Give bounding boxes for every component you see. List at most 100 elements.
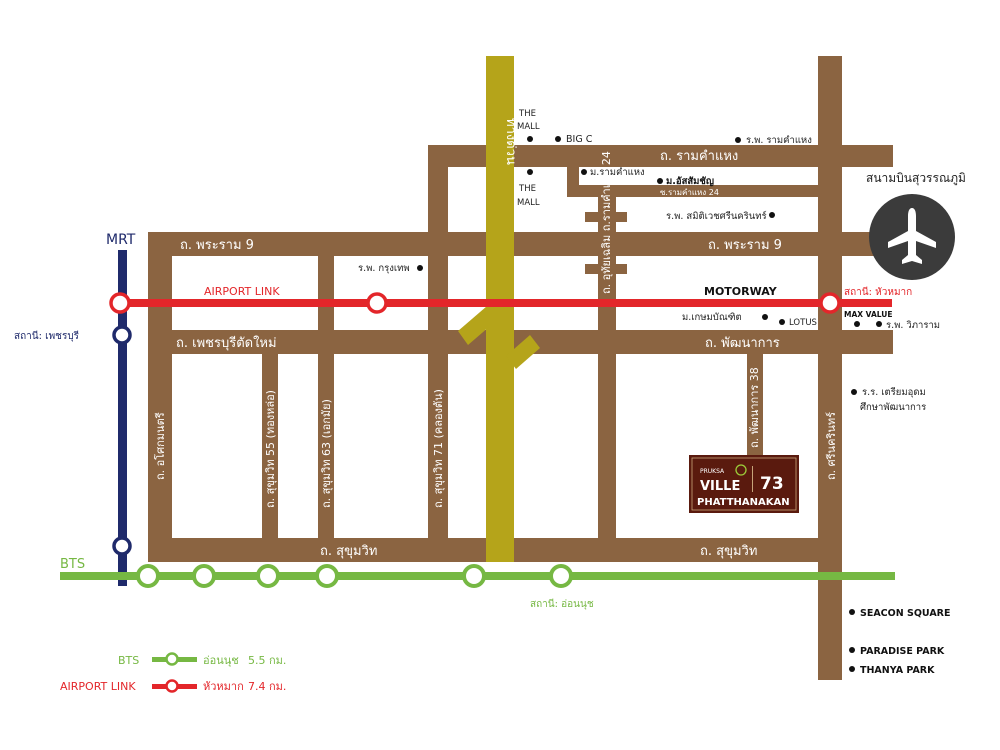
airport-marker[interactable] <box>869 194 955 280</box>
poi-hosp-bangkok: ร.พ. กรุงเทพ <box>358 263 410 274</box>
road-ramkhamhaeng24 <box>598 197 616 562</box>
mrt-station-sukhumvit[interactable] <box>112 536 132 556</box>
road-label-sukhumvit55: ถ. สุขุมวิท 55 (ทองหล่อ) <box>264 390 277 508</box>
mrt-station-label-phetchaburi: สถานี: เพชรบุรี <box>14 330 80 342</box>
poi-the-mall-1-line2: MALL <box>517 122 540 132</box>
bts-station-4[interactable] <box>315 564 339 588</box>
legend-al-dest: หัวหมาก <box>203 680 244 693</box>
project-box-inner-border <box>691 457 797 511</box>
road-label-sukhumvit71: ถ. สุขุมวิท 71 (คลองตัน) <box>432 389 445 508</box>
bts-station-2[interactable] <box>192 564 216 588</box>
road-ramkhamhaeng <box>428 145 893 167</box>
project-box <box>689 455 799 513</box>
poi-univ-assumption: ม.อัสสัมชัญ <box>666 176 714 187</box>
road-label-phetchaburi: ถ. เพชรบุรีตัดใหม่ <box>176 335 277 351</box>
road-sukhumvit63 <box>318 256 334 562</box>
road-network <box>148 56 893 680</box>
bts-station-onnut[interactable] <box>549 564 573 588</box>
poi-dot-seacon <box>849 609 855 615</box>
road-soi-ramkhamhaeng-link <box>567 160 579 197</box>
airplane-icon <box>888 208 936 264</box>
poi-dot-thanya <box>849 666 855 672</box>
project-marker[interactable]: PRUKSA VILLE 73 PHATTHANAKAN <box>689 455 799 513</box>
poi-dot-samitivej <box>769 212 775 218</box>
poi-big-c: BIG C <box>566 134 593 145</box>
road-label-rama9-left: ถ. พระราม 9 <box>180 238 254 253</box>
poi-paradise: PARADISE PARK <box>860 646 945 657</box>
road-rama9 <box>148 232 893 256</box>
poi-dot-hosp-bangkok <box>417 265 423 271</box>
bts-station-1[interactable] <box>136 564 160 588</box>
poi-thanya: THANYA PARK <box>860 665 935 676</box>
poi-lotus: LOTUS <box>789 318 817 328</box>
road-sukhumvit55 <box>262 340 278 562</box>
poi-dot-univ-kasem <box>762 314 768 320</box>
road-label-sukhumvit-left: ถ. สุขุมวิท <box>320 544 377 559</box>
road-sukhumvit <box>148 538 818 562</box>
poi-dot-hosp-ramkhamhaeng <box>735 137 741 143</box>
expressway-ramp-2 <box>506 335 540 369</box>
road-soi-assumption <box>567 185 822 197</box>
poi-dot-univ-assumption <box>657 178 663 184</box>
poi-univ-kasem: ม.เกษมบัณฑิต <box>682 312 742 323</box>
road-srinakarin <box>818 56 842 680</box>
legend-al-dist: 7.4 กม. <box>248 680 286 693</box>
road-phatthanakan38 <box>747 340 763 460</box>
project-brand-small: PRUKSA <box>700 468 725 475</box>
motorway-label: MOTORWAY <box>704 285 778 298</box>
poi-dot-univ-ramkhamhaeng <box>581 169 587 175</box>
poi-dot-lotus <box>779 319 785 325</box>
poi-school-line1: ร.ร. เตรียมอุดม <box>862 386 926 398</box>
expressway <box>458 56 540 562</box>
road-label-rama9-right: ถ. พระราม 9 <box>708 238 782 253</box>
legend-bts-dest: อ่อนนุช <box>203 654 239 667</box>
road-label-phatthanakan: ถ. พัฒนาการ <box>705 336 780 351</box>
road-asok <box>148 232 172 562</box>
poi-markers <box>417 136 882 672</box>
legend-bts-dist: 5.5 กม. <box>248 654 286 667</box>
mrt-label: MRT <box>106 232 136 248</box>
bts-station-3[interactable] <box>256 564 280 588</box>
airport-label: สนามบินสุวรรณภูมิ <box>866 171 966 186</box>
mrt-station-phetchaburi[interactable] <box>112 325 132 345</box>
road-label-sukhumvit-right: ถ. สุขุมวิท <box>700 544 757 559</box>
expressway-label: ทางด่วน <box>503 118 518 165</box>
airport-link-station-makkasan[interactable] <box>109 292 131 314</box>
road-label-ramkhamhaeng: ถ. รามคำแหง <box>660 149 738 164</box>
poi-dot-paradise <box>849 647 855 653</box>
expressway-ramp-1 <box>458 300 504 345</box>
project-logo-ring <box>735 464 747 476</box>
road-label-soi-ramkhamhaeng24: ซ.รามคำแหง 24 <box>660 188 719 197</box>
poi-school-line2: ศึกษาพัฒนาการ <box>860 402 926 413</box>
road-label-sukhumvit63: ถ. สุขุมวิท 63 (เอกมัย) <box>320 399 333 508</box>
poi-univ-ramkhamhaeng: ม.รามคำแหง <box>590 167 645 178</box>
poi-dot-the-mall-1 <box>527 136 533 142</box>
airport-link-station-huamak[interactable] <box>819 292 841 314</box>
poi-samitivej: ร.พ. สมิติเวชศรีนครินทร์ <box>666 210 767 222</box>
legend-al-station <box>165 679 179 693</box>
airport-link-station-label-huamak: สถานี: หัวหมาก <box>844 286 912 298</box>
poi-dot-big-c <box>555 136 561 142</box>
airport-link-station-ramkhamhaeng[interactable] <box>366 292 388 314</box>
poi-hosp-ramkhamhaeng: ร.พ. รามคำแหง <box>746 135 812 146</box>
poi-dot-school <box>851 389 857 395</box>
bts-station-5[interactable] <box>462 564 486 588</box>
project-name: PHATTHANAKAN <box>697 497 790 508</box>
poi-the-mall-1-line1: THE <box>518 109 536 119</box>
project-divider <box>752 466 753 492</box>
road-label-srinakarin: ถ. ศรีนครินทร์ <box>825 412 838 480</box>
poi-dot-the-mall-2 <box>527 169 533 175</box>
poi-seacon: SEACON SQUARE <box>860 608 951 619</box>
road-label-asok: ถ. อโศกมนตรี <box>153 412 167 480</box>
legend-al-label: AIRPORT LINK <box>60 680 136 693</box>
poi-the-mall-2-line1: THE <box>518 184 536 194</box>
airport-link-label: AIRPORT LINK <box>204 285 280 298</box>
legend-bts-station <box>165 652 179 666</box>
poi-the-mall-2-line2: MALL <box>517 198 540 208</box>
bts-station-label-onnut: สถานี: อ่อนนุช <box>530 598 594 610</box>
airport-link-line <box>112 299 892 307</box>
poi-dot-vibharam <box>876 321 882 327</box>
poi-dot-max-value <box>854 321 860 327</box>
road-label-ramkhamhaeng24: ถ. อุทัยเฉลิม ถ.รามคำแหง 24 <box>600 151 613 294</box>
